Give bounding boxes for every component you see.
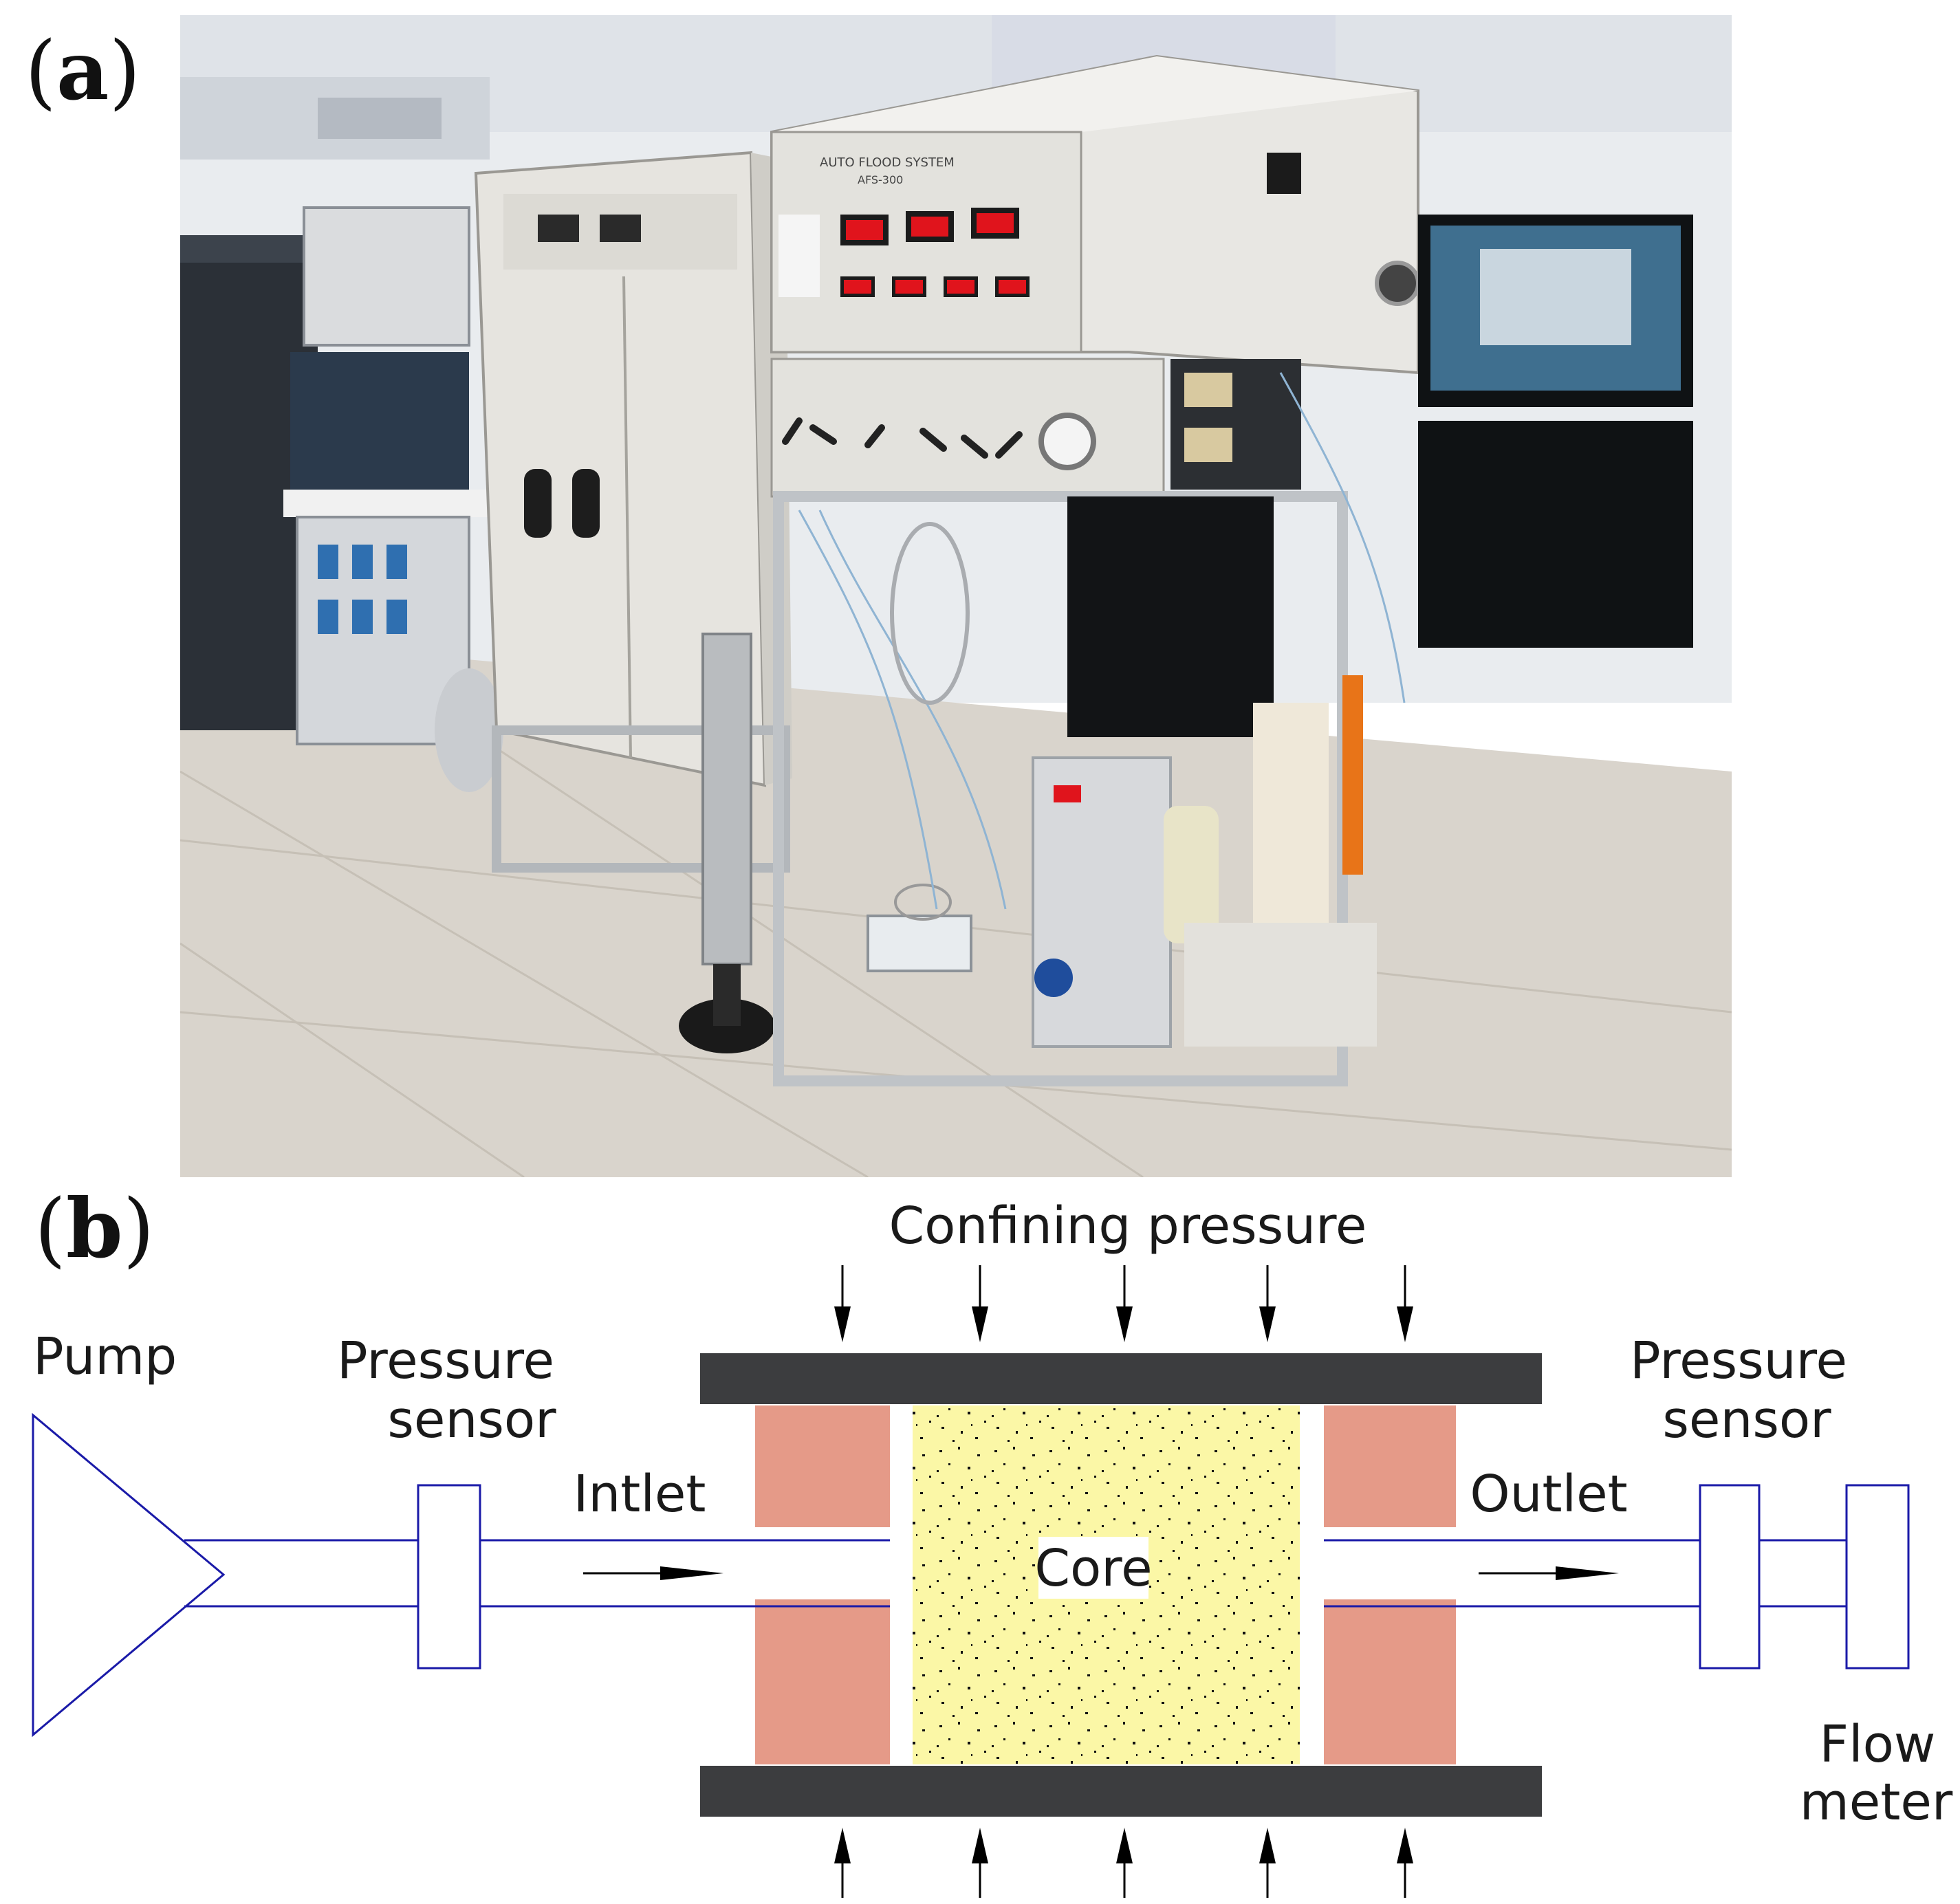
up-arrow-icon bbox=[834, 1828, 851, 1898]
down-arrow-icon bbox=[834, 1265, 851, 1342]
confining-arrows-top bbox=[834, 1265, 1413, 1342]
outlet-arrow-icon bbox=[1479, 1566, 1619, 1580]
up-arrow-icon bbox=[1259, 1828, 1276, 1898]
pressure-sensor-right-line2: sensor bbox=[1662, 1390, 1831, 1449]
pressure-sensor-left-line2: sensor bbox=[387, 1390, 556, 1449]
panel-a-label: (a) bbox=[25, 23, 141, 118]
core-flooding-schematic: Confining pressure Core Pump Pressure se… bbox=[32, 1196, 1953, 1898]
core-label-bg bbox=[1038, 1537, 1148, 1599]
pressure-sensor-left-line1: Pressure bbox=[337, 1331, 554, 1390]
down-arrow-icon bbox=[1116, 1265, 1133, 1342]
lab-setup-photo: AUTO FLOOD SYSTEM AFS-300 bbox=[180, 15, 1732, 1177]
flow-lines bbox=[184, 1539, 1847, 1608]
outlet-end-cap-upper bbox=[1324, 1405, 1456, 1527]
panel-b-label: (b) bbox=[34, 1181, 155, 1276]
flow-meter-line1: Flow bbox=[1820, 1715, 1936, 1774]
up-arrow-icon bbox=[1397, 1828, 1413, 1898]
up-arrow-icon bbox=[1116, 1828, 1133, 1898]
inlet-label: Intlet bbox=[574, 1465, 706, 1524]
flow-meter-line2: meter bbox=[1800, 1773, 1953, 1832]
flow-meter bbox=[1845, 1484, 1910, 1670]
pressure-sensor-right bbox=[1699, 1484, 1761, 1670]
down-arrow-icon bbox=[972, 1265, 988, 1342]
confining-arrows-bottom bbox=[834, 1828, 1413, 1898]
pump-icon bbox=[32, 1412, 226, 1738]
up-arrow-icon bbox=[972, 1828, 988, 1898]
down-arrow-icon bbox=[1259, 1265, 1276, 1342]
outlet-end-cap-lower bbox=[1324, 1599, 1456, 1764]
top-plate bbox=[700, 1353, 1542, 1404]
pump-label: Pump bbox=[33, 1327, 177, 1386]
bottom-plate bbox=[700, 1766, 1542, 1817]
pressure-sensor-left bbox=[417, 1484, 481, 1670]
instrument-title: AUTO FLOOD SYSTEM bbox=[820, 155, 955, 170]
down-arrow-icon bbox=[1397, 1265, 1413, 1342]
inlet-end-cap-lower bbox=[755, 1599, 890, 1764]
instrument-model: AFS-300 bbox=[858, 173, 903, 186]
confining-pressure-label: Confining pressure bbox=[889, 1196, 1367, 1256]
pressure-sensor-right-line1: Pressure bbox=[1630, 1331, 1847, 1390]
outlet-label: Outlet bbox=[1470, 1465, 1627, 1524]
inlet-arrow-icon bbox=[583, 1566, 723, 1580]
core-label: Core bbox=[1034, 1539, 1152, 1598]
inlet-end-cap-upper bbox=[755, 1405, 890, 1527]
